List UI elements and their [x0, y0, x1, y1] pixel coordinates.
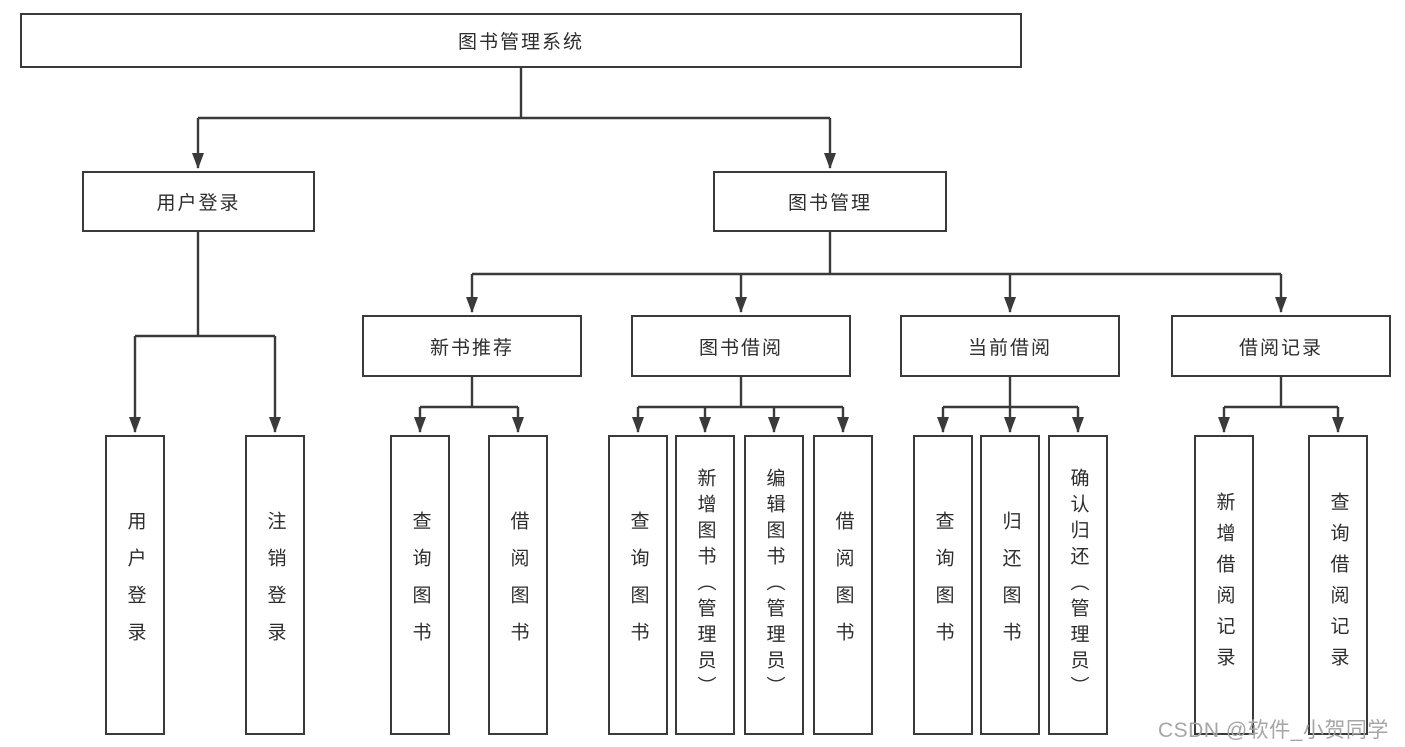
node-leaf-borrow-books: 借阅图书 [813, 435, 873, 735]
node-leaf-logout: 注销登录 [245, 435, 305, 735]
node-leaf-user-login: 用户登录 [105, 435, 165, 735]
node-leaf-query-borrow-record: 查询借阅记录 [1308, 435, 1368, 735]
node-leaf-query-books-borrow: 查询图书 [608, 435, 668, 735]
node-current-borrowing: 当前借阅 [900, 315, 1120, 377]
node-leaf-confirm-return-admin: 确认归还（管理员） [1048, 435, 1108, 735]
node-leaf-return-books: 归还图书 [980, 435, 1040, 735]
node-borrowing-records: 借阅记录 [1171, 315, 1391, 377]
node-leaf-add-books-admin: 新增图书（管理员） [675, 435, 735, 735]
node-leaf-edit-books-admin: 编辑图书（管理员） [744, 435, 804, 735]
node-book-borrowing: 图书借阅 [631, 315, 851, 377]
csdn-watermark: CSDN @软件_小贺同学 [1158, 719, 1389, 742]
node-leaf-add-borrow-record: 新增借阅记录 [1194, 435, 1254, 735]
node-leaf-query-books-recommend: 查询图书 [390, 435, 450, 735]
node-library-management-system: 图书管理系统 [20, 13, 1022, 68]
node-leaf-query-books-current: 查询图书 [913, 435, 973, 735]
node-leaf-borrow-books-recommend: 借阅图书 [488, 435, 548, 735]
node-book-management: 图书管理 [713, 171, 947, 232]
node-new-book-recommend: 新书推荐 [362, 315, 582, 377]
node-user-login: 用户登录 [82, 171, 315, 232]
